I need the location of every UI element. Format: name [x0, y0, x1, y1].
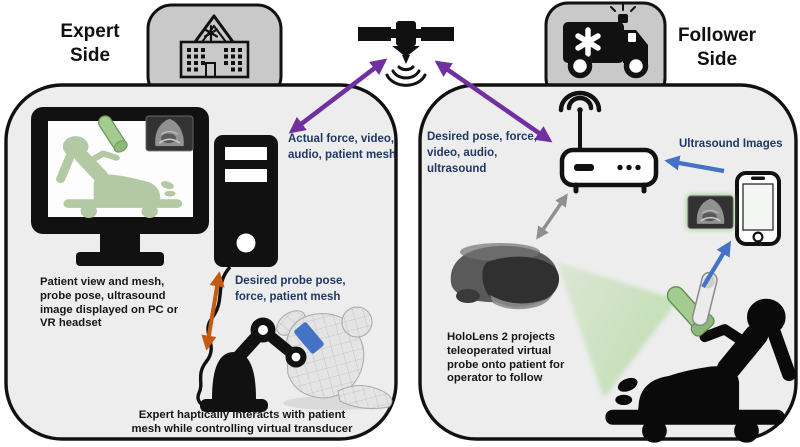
projection-cone [557, 262, 678, 398]
virtual-probe-on-mesh [294, 322, 324, 354]
hospital-building-icon [179, 14, 250, 79]
monitor-icon [31, 107, 209, 266]
ultrasound-images-label: Ultrasound Images [679, 138, 783, 150]
router-hololens-arrow [536, 193, 568, 240]
haptic-caption: Expert haptically interacts with patient… [131, 409, 353, 435]
display-caption: Patient view and mesh, probe pose, ultra… [40, 276, 179, 330]
follower-side-title: Follower Side [677, 25, 757, 70]
downlink-arrow [434, 60, 553, 143]
hospital-badge [146, 3, 283, 102]
downlink-label: Desired pose, force, video, audio, ultra… [427, 131, 537, 175]
phone-router-arrow [664, 155, 725, 174]
router-icon [558, 90, 659, 194]
patient-mesh-icon [276, 306, 393, 410]
hololens-caption: HoloLens 2 projects teleoperated virtual… [447, 331, 565, 385]
expert-side-title: Expert Side [60, 21, 120, 66]
haptic-device-icon [200, 317, 307, 412]
haptic-link-arrow [201, 271, 225, 351]
hololens-icon [450, 243, 560, 310]
follower-panel [418, 83, 798, 441]
ultrasound-thumbnail-glow [687, 195, 734, 230]
ambulance-icon [563, 3, 649, 79]
desired-probe-label: Desired probe pose, force, patient mesh [235, 275, 346, 303]
uplink-label: Actual force, video, audio, patient mesh [288, 133, 396, 161]
virtual-probe-on-screen [98, 115, 128, 153]
pc-tower-icon [214, 135, 278, 267]
smartphone-icon [735, 171, 781, 246]
uplink-arrow [288, 58, 388, 134]
wifi-signal-icon [558, 90, 602, 113]
probe-phone-arrow [701, 240, 731, 289]
ambulance-badge [544, 1, 667, 102]
satellite-icon [358, 21, 454, 87]
ultrasound-thumbnail [145, 115, 194, 152]
